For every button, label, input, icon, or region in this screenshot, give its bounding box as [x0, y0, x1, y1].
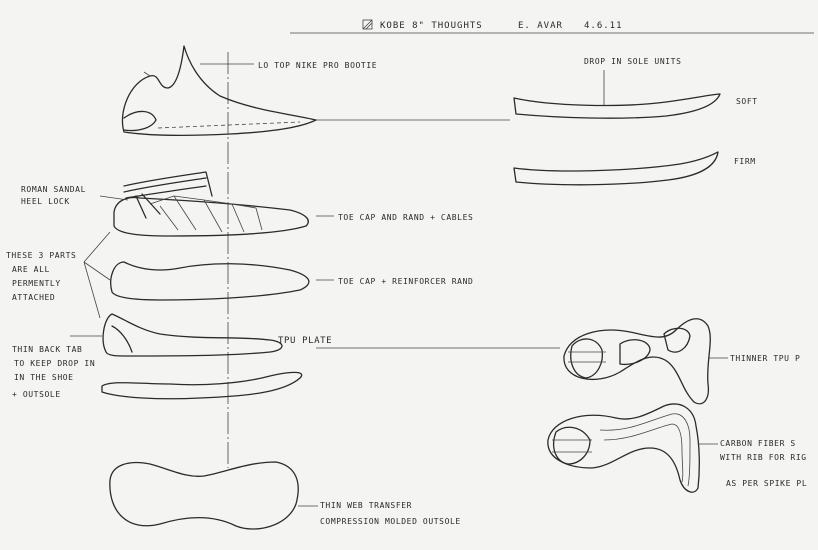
toe-cap-reinforcer-sketch: [110, 261, 310, 301]
label-toe-cap-reinforcer: TOE CAP + REINFORCER RAND: [338, 277, 473, 286]
carbon-fiber-plate-sketch: [547, 403, 700, 493]
outsole-side-sketch: [101, 371, 303, 400]
toe-cap-cables-sketch: [113, 171, 309, 237]
label-roman-sandal: ROMAN SANDAL: [21, 185, 86, 194]
label-parts-3: PERMENTLY: [12, 279, 61, 288]
parts-bracket: [83, 231, 111, 319]
label-carbon-3: AS PER SPIKE PL: [726, 479, 807, 488]
sheet-title: KOBE 8" THOUGHTS: [380, 21, 483, 31]
label-toe-cap-cables: TOE CAP AND RAND + CABLES: [338, 213, 473, 222]
checkbox-mark-icon: [362, 19, 373, 30]
sole-unit-firm-sketch: [513, 151, 719, 186]
label-parts-2: ARE ALL: [12, 265, 50, 274]
outsole-top-sketch: [109, 461, 299, 530]
tpu-plate-sketch: [102, 313, 283, 357]
sheet-date: 4.6.11: [584, 21, 623, 31]
bootie-sketch: [121, 45, 317, 136]
label-outsole-2: COMPRESSION MOLDED OUTSOLE: [320, 517, 461, 526]
label-thinner-tpu: THINNER TPU P: [730, 354, 800, 363]
label-parts-1: THESE 3 PARTS: [6, 251, 76, 260]
sheet-author: E. AVAR: [518, 21, 563, 31]
title-block: KOBE 8" THOUGHTS E. AVAR 4.6.11: [290, 19, 814, 34]
thinner-tpu-plate-sketch: [563, 318, 711, 405]
label-back-tab-3: IN THE SHOE: [14, 373, 74, 382]
label-drop-in: DROP IN SOLE UNITS: [584, 57, 682, 66]
label-back-tab-1: THIN BACK TAB: [12, 345, 82, 354]
sole-unit-soft-sketch: [513, 93, 721, 119]
label-bootie: LO TOP NIKE PRO BOOTIE: [258, 61, 377, 70]
label-heel-lock: HEEL LOCK: [21, 197, 70, 206]
label-soft: SOFT: [736, 97, 758, 106]
label-parts-4: ATTACHED: [12, 293, 55, 302]
label-carbon-2: WITH RIB FOR RIG: [720, 453, 807, 462]
label-firm: FIRM: [734, 157, 756, 166]
label-back-tab-4: + OUTSOLE: [12, 390, 61, 399]
label-tpu-plate: TPU PLATE: [278, 336, 332, 346]
label-back-tab-2: TO KEEP DROP IN: [14, 359, 95, 368]
label-carbon-1: CARBON FIBER S: [720, 439, 796, 448]
label-outsole-1: THIN WEB TRANSFER: [320, 501, 412, 510]
